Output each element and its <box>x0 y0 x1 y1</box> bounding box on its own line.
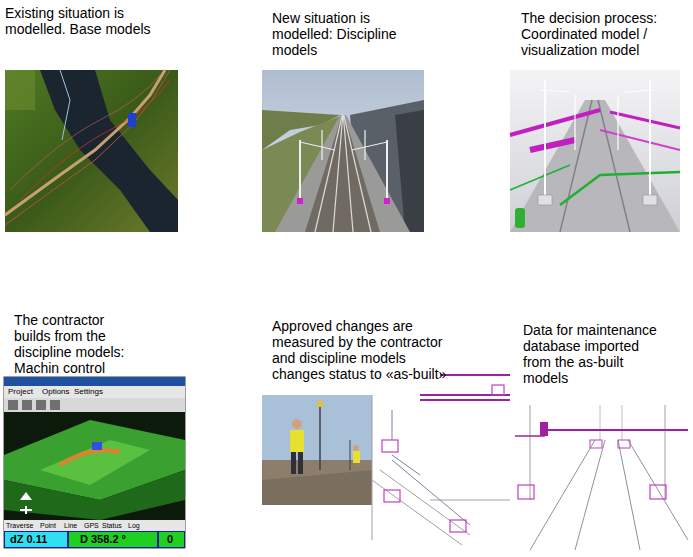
menu-item: Project <box>8 387 33 397</box>
tab-label: Point <box>40 521 56 530</box>
panel-caption: The decision process: Coordinated model … <box>521 10 683 58</box>
machine-control-screenshot <box>4 377 185 548</box>
panel-caption: New situation is modelled: Discipline mo… <box>272 10 422 58</box>
menu-item: Options <box>42 387 70 397</box>
maintenance-data-drawing <box>515 405 688 550</box>
tab-label: Line <box>64 521 77 530</box>
coordinated-model-image <box>510 70 680 232</box>
menu-item: Settings <box>74 387 103 397</box>
panel-caption: Data for maintenance database imported f… <box>523 322 665 386</box>
status-value: D 358.2 ° <box>80 533 126 546</box>
panel-caption: The contractor builds from the disciplin… <box>14 312 144 376</box>
as-built-drawing <box>372 375 510 545</box>
survey-photo <box>262 395 372 505</box>
status-value: 0 <box>167 533 173 546</box>
panel-caption: Approved changes are measured by the con… <box>272 318 460 382</box>
railway-model-image <box>262 70 424 232</box>
terrain-model-image <box>5 70 178 232</box>
status-value: dZ 0.11 <box>10 533 47 546</box>
tab-label: GPS <box>84 521 99 530</box>
tab-label: Status <box>102 521 122 530</box>
panel-caption: Existing situation is modelled. Base mod… <box>5 5 165 37</box>
tab-label: Log <box>128 521 140 530</box>
tab-label: Traverse <box>6 521 33 530</box>
